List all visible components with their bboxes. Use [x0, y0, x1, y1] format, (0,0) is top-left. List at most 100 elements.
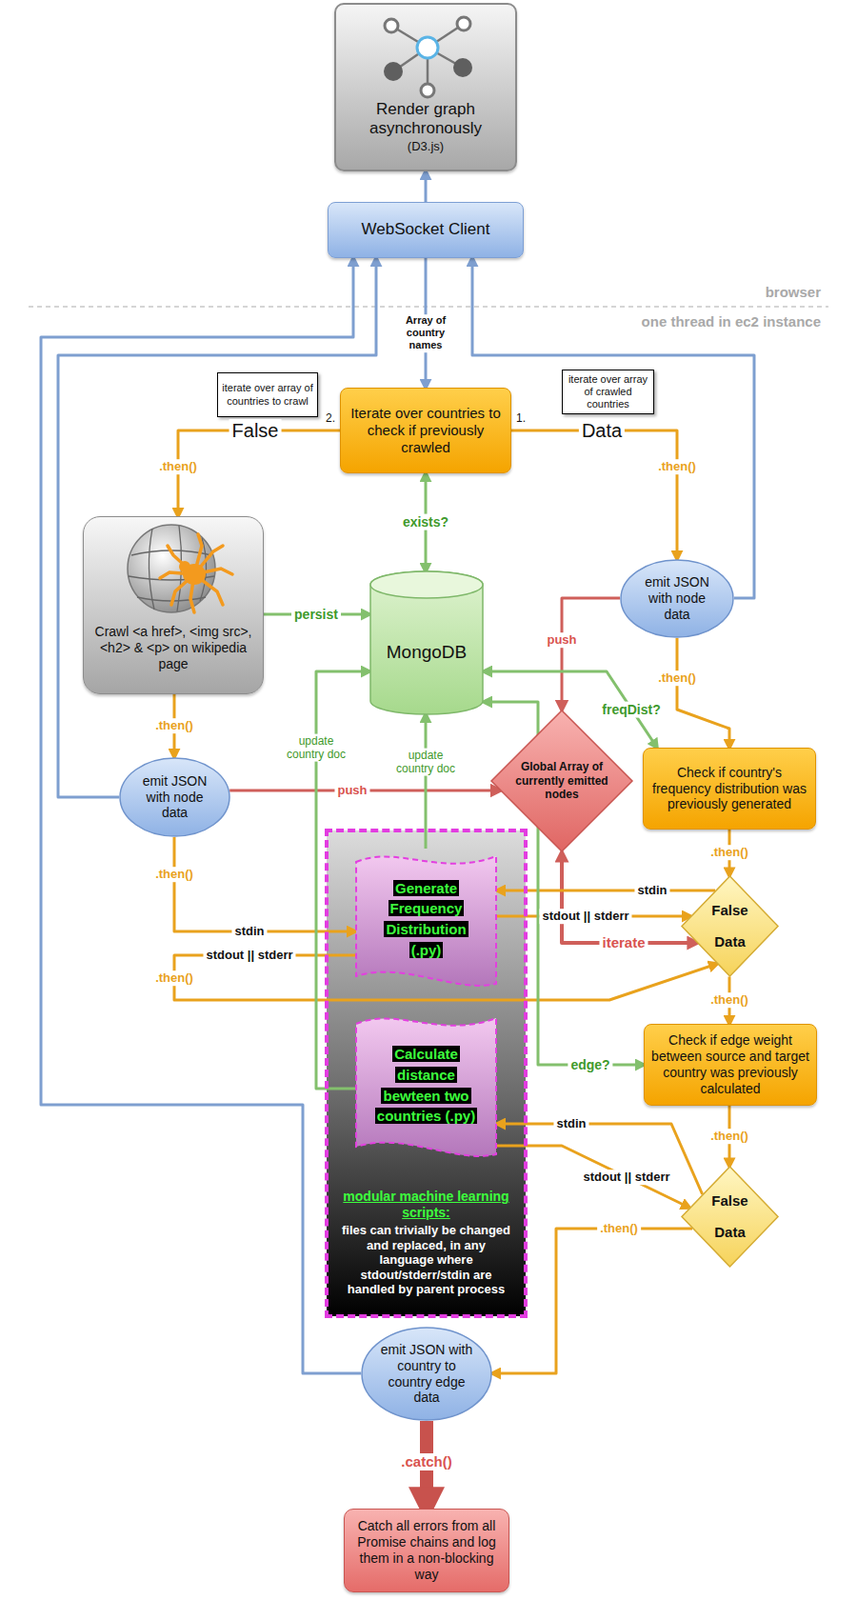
text-area: FalseData	[680, 875, 779, 977]
shape-outline	[680, 875, 779, 977]
text-area: emit JSON with node data	[619, 558, 735, 638]
node-subtext: (D3.js)	[407, 139, 444, 155]
script-panel: modular machine learning scripts:files c…	[324, 828, 528, 1318]
edge-label: .then()	[707, 992, 752, 1008]
script-name: Generate Frequency Distribution (.py)	[383, 879, 468, 958]
connector	[58, 258, 377, 798]
decision-diamond: FalseData	[680, 875, 779, 977]
node-subtext: files can trivially be changed and repla…	[338, 1222, 515, 1297]
node-text: Global Array of currently emitted nodes	[505, 759, 618, 801]
graph-icon	[336, 4, 519, 100]
text-area: emit JSON with country to country edge d…	[360, 1326, 493, 1421]
diamond-outline	[681, 1166, 778, 1267]
panel-ground	[326, 830, 526, 1316]
edge-label: push	[334, 782, 370, 798]
node-text: Check if country's frequency distributio…	[650, 764, 809, 813]
text-area: Catch all errors from all Promise chains…	[344, 1509, 509, 1592]
connector	[483, 701, 644, 1065]
connector	[561, 852, 698, 943]
edge-label: .catch()	[398, 1453, 455, 1471]
text-area: Render graph asynchronously(D3.js)	[336, 4, 516, 170]
edge-label: stdout || stderr	[202, 947, 296, 963]
scroll-outline	[356, 856, 497, 986]
text-area: Check if edge weight between source and …	[644, 1024, 817, 1105]
node-text: WebSocket Client	[361, 219, 491, 240]
process-box: Iterate over countries to check if previ…	[339, 387, 512, 474]
node-text: MongoDB	[386, 641, 468, 664]
node-text: emit JSON with node data	[134, 773, 216, 821]
connector	[511, 430, 678, 559]
text-area: iterate over array of countries to crawl	[218, 373, 318, 417]
emit-ellipse: emit JSON with node data	[119, 757, 231, 838]
script-title: Generate Frequency Distribution (.py)	[368, 877, 484, 960]
region-label: one thread in ec2 instance	[641, 313, 821, 331]
script-title: Calculate distance bewteen two countries…	[368, 1043, 484, 1126]
edge-label: push	[543, 632, 579, 648]
connector	[497, 889, 716, 893]
edge-label: .then()	[597, 1220, 641, 1236]
database-cylinder: MongoDB	[369, 571, 484, 715]
connector	[178, 430, 340, 517]
script-scroll: Calculate distance bewteen two countries…	[355, 1010, 498, 1160]
process-box: Check if country's frequency distributio…	[642, 747, 817, 830]
edge-label: Array of country names	[398, 314, 454, 353]
node-text: iterate over array of countries to crawl	[221, 381, 314, 407]
edge-label: stdout || stderr	[579, 1169, 673, 1185]
edge-label: .then()	[655, 670, 699, 686]
shape-outline	[680, 1165, 779, 1268]
cylinder-body	[370, 571, 483, 715]
edge-label: stdout || stderr	[538, 908, 632, 924]
process-box: Check if edge weight between source and …	[643, 1023, 818, 1106]
connector	[497, 1123, 703, 1195]
node-text: Check if edge weight between source and …	[651, 1032, 810, 1097]
emit-ellipse: emit JSON with node data	[619, 558, 735, 638]
text-area: iterate over array of crawled countries	[562, 370, 654, 414]
node-text: Iterate over countries to check if previ…	[347, 404, 504, 457]
node-text: False	[711, 901, 748, 919]
text-area: modular machine learning scripts:files c…	[328, 1161, 524, 1315]
node-text: Crawl <a href>, <img src>, <h2> & <p> on…	[91, 623, 256, 672]
thread-boundary	[28, 305, 829, 308]
connector	[472, 258, 755, 598]
script-scroll: Generate Frequency Distribution (.py)	[355, 848, 498, 990]
text-area: Calculate distance bewteen two countries…	[355, 1010, 498, 1160]
text-area: Crawl <a href>, <img src>, <h2> & <p> on…	[83, 517, 263, 694]
step-number: 1.	[513, 411, 529, 425]
flow-label: .then()	[152, 866, 197, 882]
edge-label: stdin	[231, 923, 267, 939]
node-text: modular machine learning scripts:	[338, 1188, 515, 1221]
note-box: iterate over array of countries to crawl	[217, 372, 319, 418]
emit-ellipse: emit JSON with country to country edge d…	[360, 1326, 493, 1421]
node-text: iterate over array of crawled countries	[566, 373, 650, 412]
script-name: Calculate distance bewteen two countries…	[375, 1045, 478, 1124]
node-text: emit JSON with node data	[635, 574, 719, 622]
edge-label: .then()	[152, 717, 197, 734]
connector	[492, 1228, 693, 1374]
render-box: Render graph asynchronously(D3.js)	[334, 2, 518, 172]
node-text: False	[711, 1192, 748, 1210]
connector	[40, 258, 361, 1374]
node-text: emit JSON with country to country edge d…	[376, 1341, 478, 1406]
text-area: WebSocket Client	[328, 202, 523, 258]
decision-diamond: FalseData	[680, 1165, 779, 1268]
text-area: Iterate over countries to check if previ…	[340, 388, 511, 473]
text-area: Generate Frequency Distribution (.py)	[355, 848, 498, 990]
websocket-box: WebSocket Client	[327, 201, 524, 259]
step-number: 2.	[322, 411, 339, 425]
node-subtext: Data	[714, 1223, 746, 1241]
node-subtext: Data	[714, 933, 746, 951]
shape-outline	[355, 848, 498, 990]
edge-label: .then()	[655, 458, 699, 475]
text-area: emit JSON with node data	[119, 757, 231, 838]
ellipse-outline	[119, 757, 230, 837]
edge-label: update country doc	[385, 748, 466, 777]
edge-label: edge?	[567, 1056, 613, 1074]
node-text: Catch all errors from all Promise chains…	[352, 1517, 501, 1582]
edge-label: exists?	[399, 514, 452, 531]
ellipse-outline	[620, 559, 734, 638]
cylinder-top	[370, 571, 483, 598]
text-area: Check if country's frequency distributio…	[643, 748, 816, 829]
text-area: FalseData	[680, 1165, 779, 1268]
edge-label: .then()	[156, 458, 200, 475]
